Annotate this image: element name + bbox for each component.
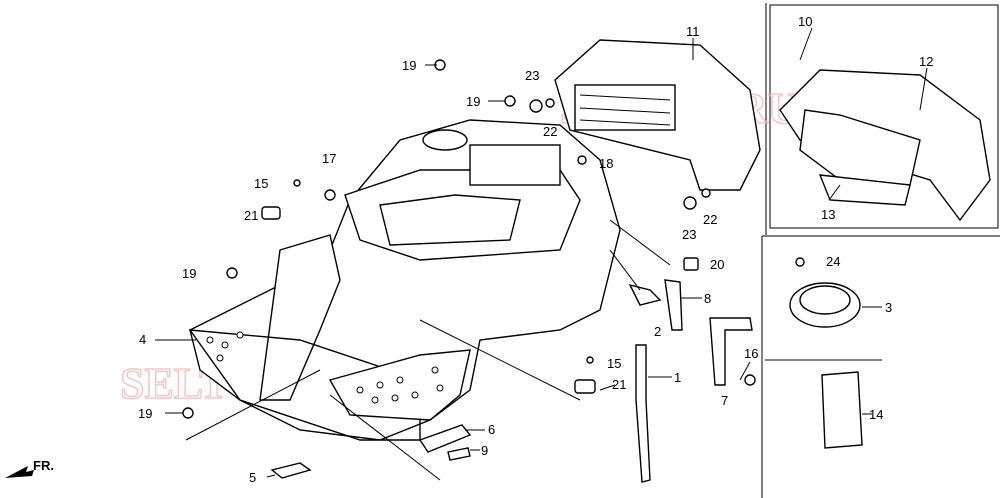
part-9	[447, 447, 471, 461]
callout-21: 21	[612, 377, 626, 392]
callout-labels: 19 23 11 10 12 19 22 18 17 15 21 13 22 2…	[138, 14, 933, 485]
rear-cover-10-inset	[779, 69, 991, 222]
callout-13: 13	[821, 207, 835, 222]
callout-22: 22	[543, 124, 557, 139]
callout-15: 15	[607, 356, 621, 371]
callout-23: 23	[525, 68, 539, 83]
callout-5: 5	[249, 470, 256, 485]
part-7-bracket	[709, 317, 753, 386]
callout-2: 2	[654, 324, 661, 339]
callout-14: 14	[869, 407, 883, 422]
callout-8: 8	[704, 291, 711, 306]
callout-18: 18	[599, 156, 613, 171]
leader-lines	[155, 27, 928, 481]
front-direction-marker: FR.	[5, 458, 54, 478]
callout-19: 19	[402, 58, 416, 73]
part-6	[418, 424, 472, 453]
rear-cover-11	[554, 39, 761, 191]
part-3	[789, 282, 861, 328]
callout-22: 22	[703, 212, 717, 227]
callout-7: 7	[721, 393, 728, 408]
callout-6: 6	[488, 422, 495, 437]
callout-21: 21	[244, 208, 258, 223]
callout-16: 16	[744, 346, 758, 361]
front-cover-body	[188, 119, 621, 441]
callout-11: 11	[686, 24, 700, 39]
part-5	[270, 462, 312, 479]
part-14	[821, 371, 863, 449]
callout-24: 24	[826, 254, 840, 269]
part-1-hose	[635, 344, 651, 483]
callout-9: 9	[481, 443, 488, 458]
section-dividers	[761, 3, 1000, 498]
callout-3: 3	[885, 300, 892, 315]
callout-17: 17	[322, 151, 336, 166]
callout-1: 1	[674, 370, 681, 385]
callout-19: 19	[466, 94, 480, 109]
callout-23: 23	[682, 227, 696, 242]
callout-19: 19	[182, 266, 196, 281]
callout-4: 4	[139, 332, 146, 347]
callout-20: 20	[710, 257, 724, 272]
floor-holes	[206, 331, 444, 404]
svg-text:FR.: FR.	[33, 458, 54, 473]
callout-10: 10	[798, 14, 812, 29]
callout-15: 15	[254, 176, 268, 191]
callout-19: 19	[138, 406, 152, 421]
callout-12: 12	[919, 54, 933, 69]
fasteners	[182, 59, 805, 419]
